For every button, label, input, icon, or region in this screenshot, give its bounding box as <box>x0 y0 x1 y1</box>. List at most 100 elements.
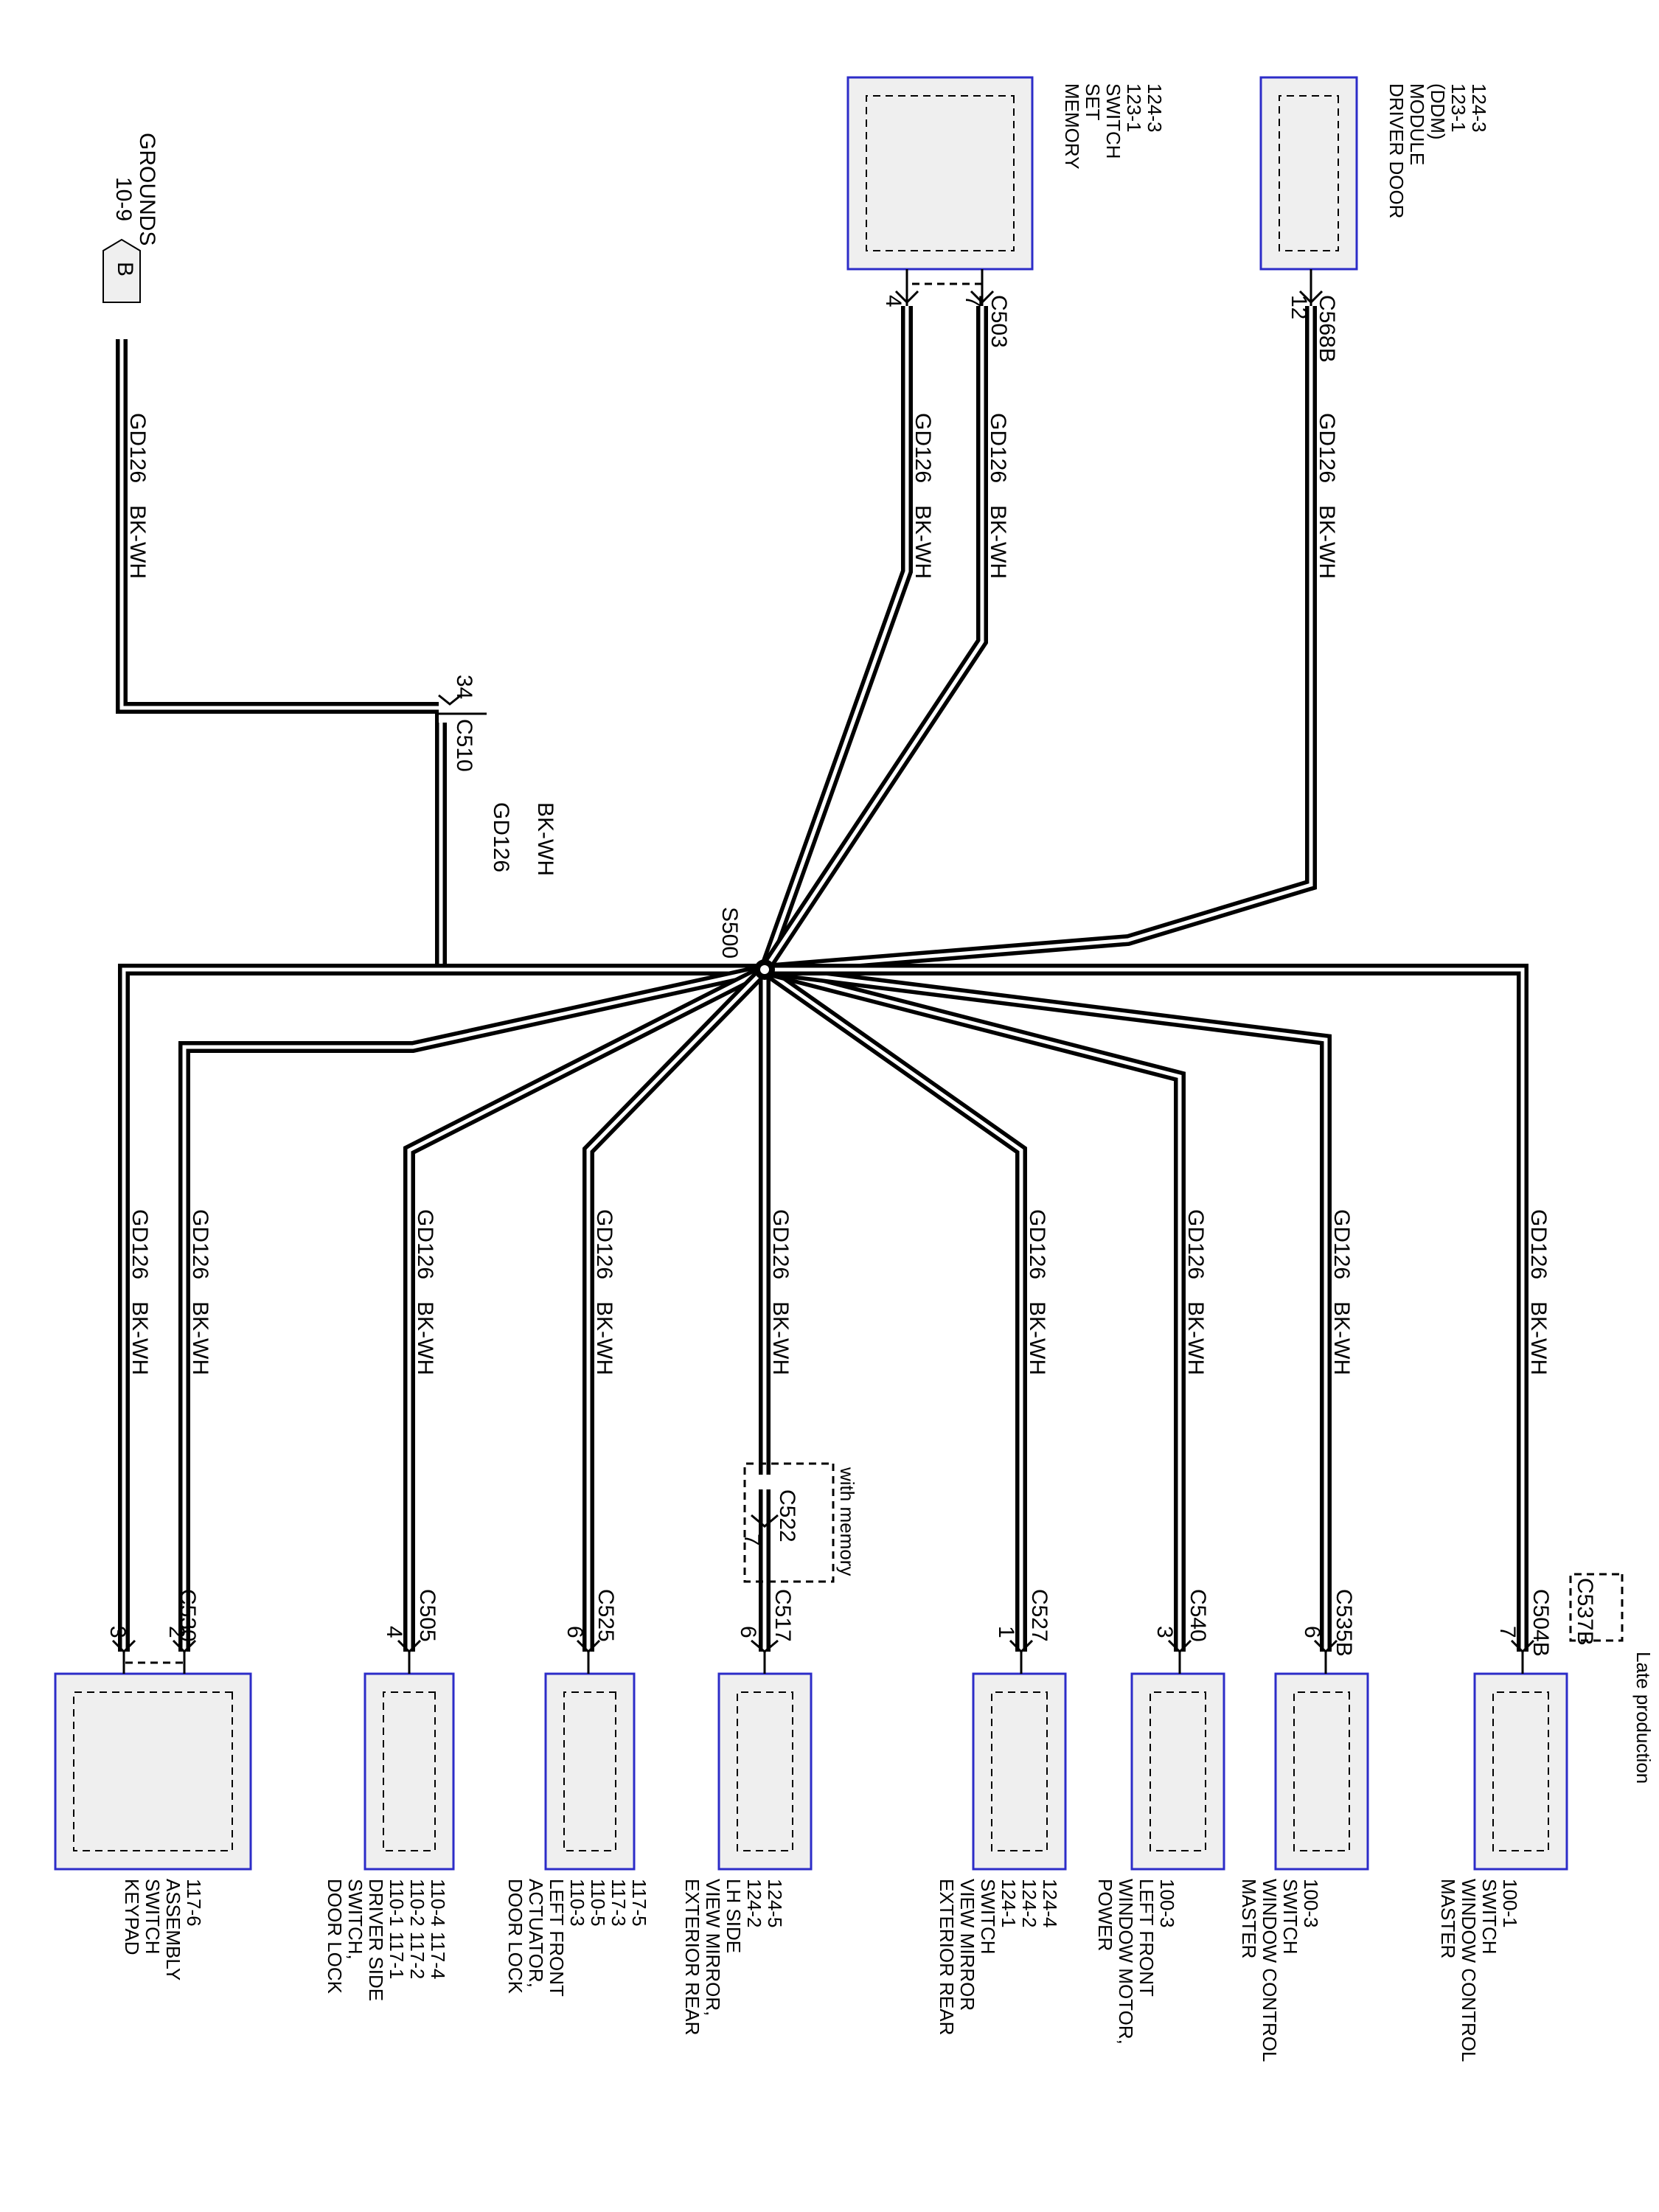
bottom-component-line: 124-2 <box>743 1879 765 1928</box>
bottom-component-line: SWITCH <box>142 1879 164 1955</box>
top-component-line: SWITCH <box>1102 83 1124 159</box>
bottom-pin-number: 3 <box>1152 1626 1177 1638</box>
wire-circuit-label: GD126 <box>128 1209 152 1279</box>
wire-circuit-label: GD126 <box>188 1209 212 1279</box>
bottom-connector-name: C540 <box>1186 1589 1210 1642</box>
keypad-box <box>54 1672 252 1871</box>
bottom-component-line: 100-3 <box>1156 1879 1178 1928</box>
bottom-components <box>54 1639 1568 1871</box>
option-connector: C522 <box>775 1489 799 1543</box>
bottom-component-line: SWITCH <box>977 1879 999 1955</box>
top-pin-number: 12 <box>1287 295 1311 319</box>
bottom-component-line: ACTUATOR, <box>525 1879 547 1988</box>
bottom-component-line: 110-4 117-4 <box>427 1879 449 1979</box>
c510-connector-arrow <box>438 694 462 706</box>
wire-circuit-label: GD126 <box>1526 1209 1551 1279</box>
wires <box>116 306 1528 1652</box>
bottom-component-line: SWITCH <box>1279 1879 1301 1955</box>
top-components <box>846 76 1358 306</box>
wire-color-label: BK-WH <box>911 505 935 579</box>
wire-circuit-label: GD126 <box>125 413 150 483</box>
bottom-pin-number: 6 <box>1300 1626 1324 1638</box>
bottom-component-line: KEYPAD <box>121 1879 143 1955</box>
bottom-connector-name: C504B <box>1528 1589 1553 1657</box>
wire-color-label: BK-WH <box>533 802 557 876</box>
bottom-component-line: 117-5 <box>628 1879 650 1927</box>
ground-tag-shape <box>102 238 141 303</box>
bottom-connector-name: C517 <box>771 1589 795 1642</box>
bottom-component-line: 100-3 <box>1300 1879 1322 1928</box>
bottom-component-line: WINDOW CONTROL <box>1259 1879 1281 2062</box>
bottom-connector-name: C505 <box>415 1589 439 1642</box>
option-box-late-production <box>1569 1573 1624 1642</box>
ground-b <box>102 238 141 303</box>
option-label: Late production <box>1632 1652 1655 1784</box>
c510-pin: 34 <box>452 675 476 699</box>
bottom-component-line: POWER <box>1094 1879 1116 1951</box>
wire-color-label: BK-WH <box>188 1301 212 1375</box>
bottom-connector-name: C535B <box>1332 1589 1356 1657</box>
bottom-pin-number: 1 <box>994 1626 1018 1638</box>
window-motor-box <box>1130 1672 1225 1871</box>
wire-circuit-label: GD126 <box>768 1209 793 1279</box>
bottom-pin-number: 7 <box>1495 1626 1520 1638</box>
master-window-1-box <box>1274 1672 1369 1871</box>
bottom-connector-name: C527 <box>1027 1589 1051 1642</box>
wire-color-label: BK-WH <box>1526 1301 1551 1375</box>
wire-mirror-switch <box>761 964 1027 1652</box>
ground-title: GROUNDS <box>135 133 159 246</box>
top-component-line: SET <box>1082 83 1104 121</box>
bottom-component-line: LEFT FRONT <box>546 1879 568 1997</box>
ddm-box <box>1259 76 1358 271</box>
bottom-component-line: 110-3 <box>566 1879 588 1927</box>
option-label: with memory <box>836 1467 858 1576</box>
wire-circuit-label: GD126 <box>592 1209 616 1279</box>
bottom-component-line: WINDOW CONTROL <box>1458 1879 1480 2062</box>
wire-circuit-label: GD126 <box>1025 1209 1049 1279</box>
bottom-pin-number: 3 <box>105 1626 130 1638</box>
bottom-component-line: MASTER <box>1238 1879 1260 1958</box>
top-component-line: 124-3 <box>1144 83 1166 133</box>
bottom-component-line: 110-1 117-1 <box>386 1879 408 1979</box>
keypad-pin-bridge <box>122 1652 186 1664</box>
ground-letter: B <box>113 262 137 276</box>
bottom-component-line: DRIVER SIDE <box>365 1879 387 2001</box>
wire-color-label: BK-WH <box>128 1301 152 1375</box>
bottom-component-line: EXTERIOR REAR <box>681 1879 703 2035</box>
wire-ground <box>116 339 447 970</box>
wire-color-label: BK-WH <box>1025 1301 1049 1375</box>
wire-color-label: BK-WH <box>413 1301 437 1375</box>
wire-keypad-pin2 <box>178 964 766 1652</box>
bottom-connector-name: C530 <box>175 1589 200 1642</box>
top-component-line: MEMORY <box>1061 83 1083 170</box>
option-box-memory <box>743 1462 835 1583</box>
memory-set-switch-box <box>846 76 1034 271</box>
top-component-line: DRIVER DOOR <box>1385 83 1408 218</box>
door-lock-actuator-box <box>544 1672 636 1871</box>
c510-name: C510 <box>452 719 476 772</box>
top-connector-name: C503 <box>987 295 1011 348</box>
wire-circuit-label: GD126 <box>911 413 935 483</box>
wire-circuit-label: GD126 <box>489 802 513 872</box>
bottom-component-line: EXTERIOR REAR <box>936 1879 958 2035</box>
wire-circuit-label: GD126 <box>1329 1209 1354 1279</box>
top-pin-number: 7 <box>961 295 985 307</box>
bottom-pin-number: 2 <box>164 1626 189 1638</box>
top-component-line: MODULE <box>1406 83 1428 165</box>
wire-window-motor <box>763 964 1186 1652</box>
bottom-component-line: WINDOW MOTOR, <box>1115 1879 1137 2045</box>
option-pin: 7 <box>740 1534 764 1546</box>
bottom-component-line: 117-6 <box>183 1879 205 1927</box>
wire-color-label: BK-WH <box>768 1301 793 1375</box>
wire-color-label: BK-WH <box>986 505 1010 579</box>
wire-circuit-label: GD126 <box>1315 413 1339 483</box>
c522-connector-arrow <box>751 1514 779 1528</box>
wire-circuit-label: GD126 <box>413 1209 437 1279</box>
wire-color-label: BK-WH <box>1315 505 1339 579</box>
bottom-component-line: MASTER <box>1437 1879 1459 1958</box>
option-connector: C537B <box>1573 1578 1597 1646</box>
bottom-component-line: 124-1 <box>998 1879 1020 1928</box>
wire-color-label: BK-WH <box>125 505 150 579</box>
bottom-component-line: SWITCH, <box>344 1879 366 1960</box>
